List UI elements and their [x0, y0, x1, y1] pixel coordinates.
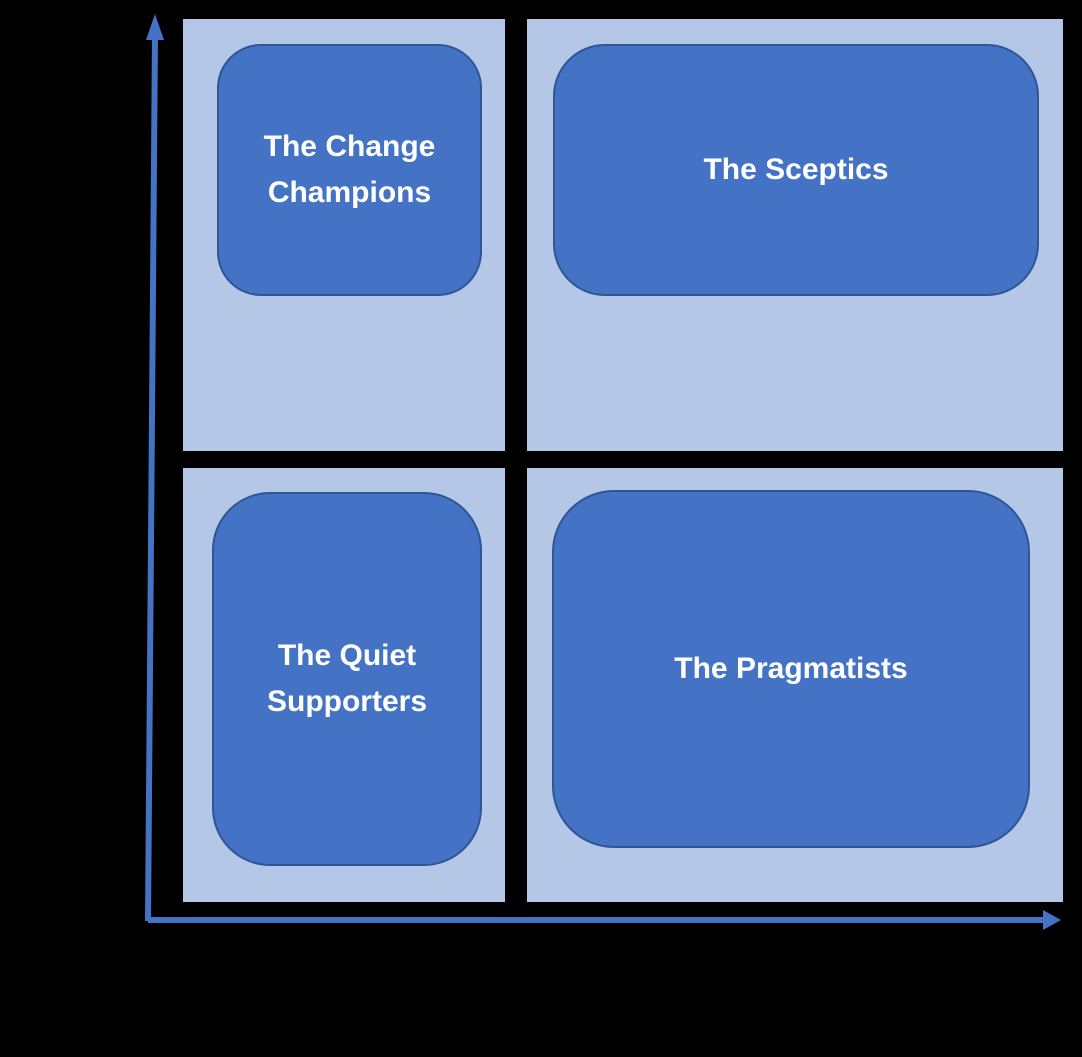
card-the-change-champions: The Change Champions: [217, 44, 482, 296]
quadrant-top-left: The Change Champions: [183, 19, 505, 451]
card-label: The Pragmatists: [674, 652, 908, 685]
arrow-right-icon: [1043, 910, 1061, 930]
card-label: The Quiet Supporters: [266, 639, 428, 718]
card-label: The Change Champions: [263, 130, 436, 209]
card-the-pragmatists: The Pragmatists: [552, 490, 1030, 848]
card-the-sceptics: The Sceptics: [553, 44, 1039, 296]
quadrant-top-right: The Sceptics: [527, 19, 1063, 451]
quadrant-bottom-right: The Pragmatists: [527, 468, 1063, 902]
arrow-up-icon: [146, 14, 164, 40]
card-label: The Sceptics: [703, 153, 889, 186]
card-the-quiet-supporters: The Quiet Supporters: [212, 492, 482, 866]
quadrant-bottom-left: The Quiet Supporters: [183, 468, 505, 902]
y-axis-line: [145, 35, 158, 922]
